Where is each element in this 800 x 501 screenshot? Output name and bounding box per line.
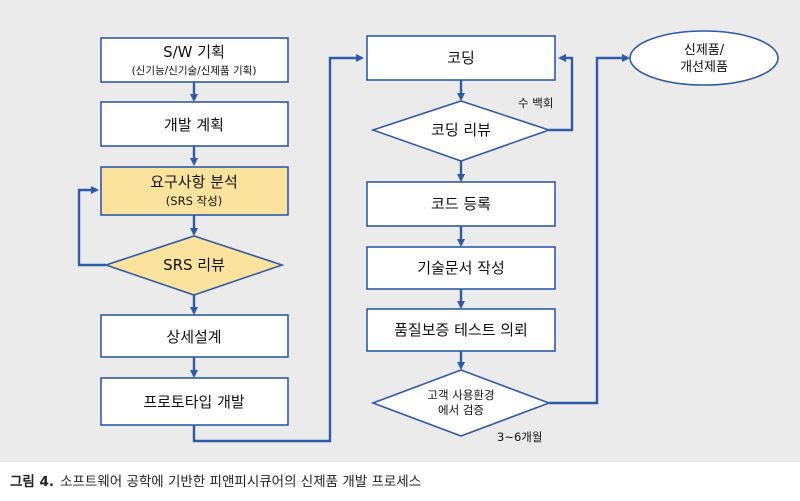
node-tech-docs: 기술문서 작성 bbox=[366, 246, 556, 290]
node-requirements: 요구사항 분석 (SRS 작성) bbox=[100, 166, 289, 216]
node-title: 상세설계 bbox=[166, 328, 221, 346]
node-title: 코딩 리뷰 bbox=[431, 121, 491, 139]
node-sw-planning: S/W 기획 (신기능/신기술/신제품 기획) bbox=[100, 37, 289, 83]
node-srs-review: SRS 리뷰 bbox=[103, 235, 285, 296]
node-code-review: 코딩 리뷰 bbox=[370, 100, 552, 162]
arrow-prototype-to-coding bbox=[192, 54, 364, 443]
node-line2: 에서 검증 bbox=[438, 403, 484, 417]
node-title: 코드 등록 bbox=[431, 195, 491, 213]
node-customer-verify: 고객 사용환경 에서 검증 bbox=[370, 369, 552, 437]
node-title: 코딩 bbox=[447, 49, 475, 67]
node-title: SRS 리뷰 bbox=[163, 256, 225, 274]
caption-text: 소프트웨어 공학에 기반한 피앤피시큐어의 신제품 개발 프로세스 bbox=[60, 474, 422, 490]
node-code-registration: 코드 등록 bbox=[366, 181, 556, 227]
node-line1: 신제품/ bbox=[684, 43, 725, 58]
process-flow-diagram: S/W 기획 (신기능/신기술/신제품 기획) 개발 계획 요구사항 분석 (S… bbox=[77, 30, 779, 444]
annotation-duration: 3~6개월 bbox=[497, 430, 542, 444]
node-title: 프로토타입 개발 bbox=[143, 393, 245, 411]
arrow-verify-to-newproduct bbox=[549, 54, 630, 405]
node-subtitle: (신기능/신기술/신제품 기획) bbox=[132, 65, 257, 77]
connectors bbox=[77, 54, 630, 443]
node-dev-plan: 개발 계획 bbox=[100, 101, 289, 147]
caption-label: 그림 4. bbox=[10, 474, 55, 490]
node-qa-test: 품질보증 테스트 의뢰 bbox=[366, 308, 556, 352]
node-title: S/W 기획 bbox=[163, 43, 225, 61]
node-title: 기술문서 작성 bbox=[417, 259, 505, 277]
arrow-codereview-loop bbox=[549, 54, 574, 132]
node-line2: 개선제품 bbox=[680, 60, 728, 75]
node-subtitle: (SRS 작성) bbox=[166, 194, 222, 208]
node-title: 품질보증 테스트 의뢰 bbox=[394, 321, 528, 339]
node-new-product: 신제품/ 개선제품 bbox=[629, 30, 779, 86]
node-prototype: 프로토타입 개발 bbox=[100, 377, 289, 426]
annotation-review-count: 수 백회 bbox=[518, 96, 553, 110]
node-coding: 코딩 bbox=[366, 35, 556, 81]
node-title: 요구사항 분석 bbox=[150, 173, 238, 191]
arrow-srsreview-loop bbox=[77, 186, 106, 267]
node-detailed-design: 상세설계 bbox=[100, 314, 289, 358]
figure-caption: 그림 4. 소프트웨어 공학에 기반한 피앤피시큐어의 신제품 개발 프로세스 bbox=[10, 470, 421, 490]
node-line1: 고객 사용환경 bbox=[427, 388, 494, 402]
node-title: 개발 계획 bbox=[164, 116, 224, 134]
